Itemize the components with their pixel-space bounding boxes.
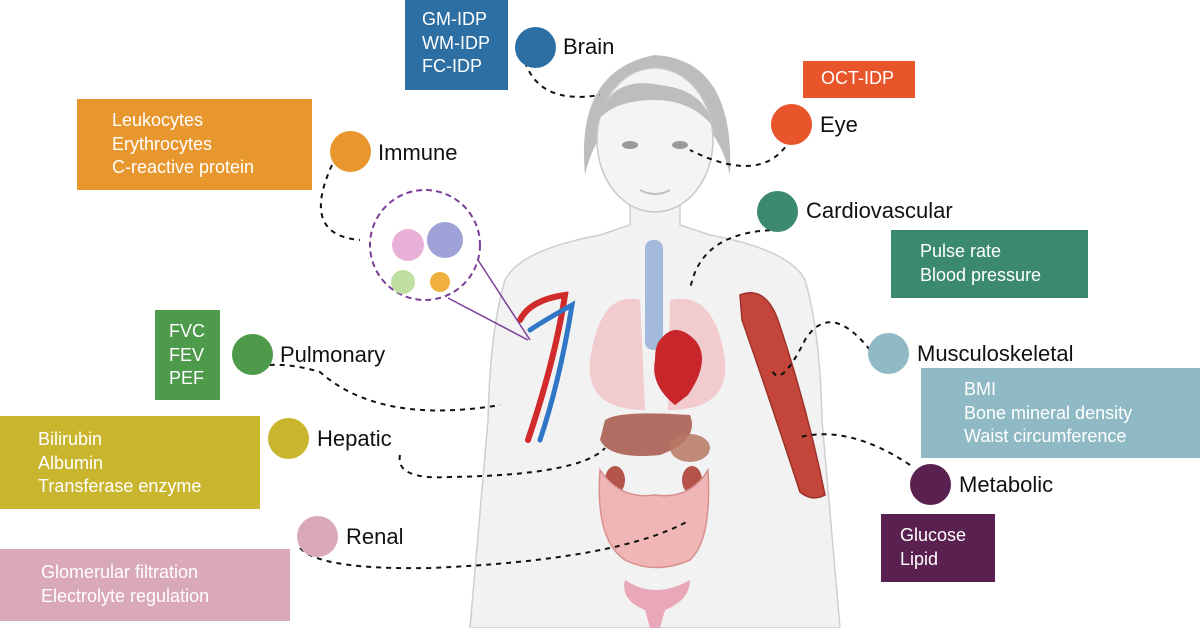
cardiovascular-dot [757, 191, 798, 232]
brain-measure-1: GM-IDP [422, 9, 487, 29]
eye-label: Eye [820, 112, 858, 137]
immune-label: Immune [378, 140, 458, 165]
immune-measure-1: Leukocytes [112, 110, 204, 130]
metabolic-measure-2: Lipid [900, 548, 939, 569]
musculoskeletal-dot [868, 333, 909, 374]
renal-measure-2: Electrolyte regulation [41, 585, 210, 606]
brain-measure-3: FC-IDP [422, 56, 482, 76]
brain-label: Brain [563, 34, 615, 59]
eye-measures-box: OCT-IDP [803, 61, 915, 98]
pulmonary-measures-box: FVC FEV PEF [155, 310, 220, 400]
pulmonary-measure-2: FEV [169, 344, 205, 365]
metabolic-measure-1: Glucose [900, 525, 967, 545]
metabolic-measures-box: Glucose Lipid [881, 514, 995, 582]
hepatic-measure-2: Albumin [38, 452, 104, 473]
hepatic-measure-1: Bilirubin [38, 429, 103, 449]
musculoskeletal-measures-box: BMI Bone mineral density Waist circumfer… [921, 368, 1200, 458]
pulmonary-label: Pulmonary [280, 342, 386, 367]
pulmonary-dot [232, 334, 273, 375]
musculo-measure-2: Bone mineral density [964, 402, 1133, 423]
musculo-measure-1: BMI [964, 379, 997, 399]
lung-left-icon [589, 298, 645, 410]
brain-dot [515, 27, 556, 68]
pulmonary-measure-1: FVC [169, 321, 205, 341]
cells-magnified-icon [369, 189, 481, 301]
hepatic-label: Hepatic [317, 426, 392, 451]
cardiovascular-measures-box: Pulse rate Blood pressure [891, 230, 1088, 298]
metabolic-label: Metabolic [959, 472, 1054, 497]
musculo-measure-3: Waist circumference [964, 426, 1127, 446]
immune-measure-2: Erythrocytes [112, 133, 213, 154]
musculoskeletal-label: Musculoskeletal [917, 341, 1074, 366]
human-figure [469, 55, 841, 628]
trachea-icon [645, 240, 663, 350]
hepatic-dot [268, 418, 309, 459]
muscle-icon [739, 292, 826, 499]
renal-measure-1: Glomerular filtration [41, 562, 199, 582]
immune-measures-box: Leukocytes Erythrocytes C-reactive prote… [77, 99, 312, 190]
eye-dot [771, 104, 812, 145]
cardio-measure-1: Pulse rate [920, 241, 1002, 261]
renal-measures-box: Glomerular filtration Electrolyte regula… [0, 549, 290, 621]
cardio-measure-2: Blood pressure [920, 264, 1042, 285]
hepatic-measures-box: Bilirubin Albumin Transferase enzyme [0, 416, 260, 509]
uterus-icon [624, 580, 690, 628]
eye-measure-1: OCT-IDP [821, 68, 895, 88]
renal-label: Renal [346, 524, 404, 549]
hepatic-measure-3: Transferase enzyme [38, 476, 202, 496]
immune-dot [330, 131, 371, 172]
heart-icon [654, 330, 703, 405]
renal-dot [297, 516, 338, 557]
brain-measure-2: WM-IDP [422, 32, 490, 53]
cardiovascular-label: Cardiovascular [806, 198, 953, 223]
immune-measure-3: C-reactive protein [112, 157, 255, 177]
metabolic-dot [910, 464, 951, 505]
brain-measures-box: GM-IDP WM-IDP FC-IDP [405, 0, 508, 90]
liver-icon [600, 413, 692, 456]
vein-icon [527, 300, 576, 443]
pulmonary-measure-3: PEF [169, 368, 205, 388]
